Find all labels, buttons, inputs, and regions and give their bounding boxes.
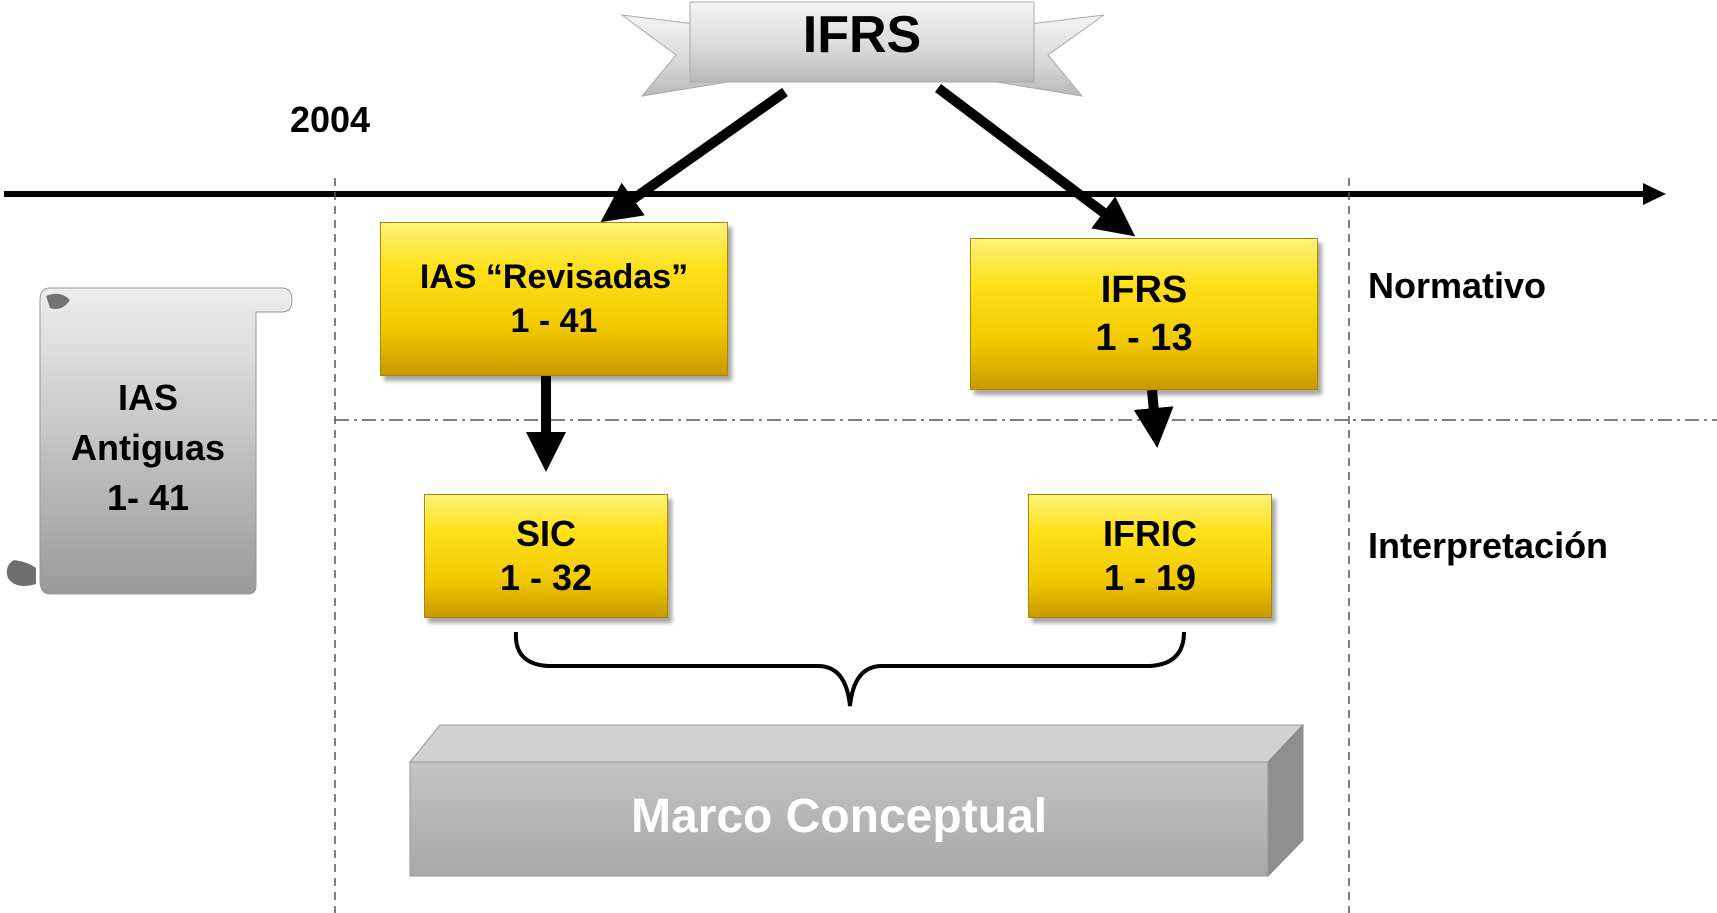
banner-title: IFRS (802, 6, 922, 64)
framework-label: Marco Conceptual (630, 790, 1048, 843)
old-ias-scroll (6, 287, 293, 595)
arrow-banner-to-ifrs (934, 84, 1136, 237)
row-label-normative: Normativo (1368, 265, 1547, 306)
box-ias-revised: IAS “Revisadas” 1 - 41 (380, 222, 728, 376)
old-ias-label: IAS Antiguas 1- 41 (40, 373, 256, 523)
old-ias-line1: IAS (117, 377, 178, 418)
box-ifrs-line1: IFRS (1100, 269, 1188, 311)
old-ias-line3: 1- 41 (106, 477, 190, 518)
box-ifric-line1: IFRIC (1103, 513, 1197, 554)
row-label-interpretation: Interpretación (1368, 525, 1609, 566)
framework-slab (408, 723, 1305, 878)
year-label: 2004 (289, 99, 371, 140)
grouping-brace (513, 631, 1186, 707)
box-ifric: IFRIC 1 - 19 (1028, 494, 1272, 618)
arrow-banner-to-ias (600, 87, 788, 223)
box-sic: SIC 1 - 32 (424, 494, 668, 618)
box-sic-line2: 1 - 32 (499, 557, 593, 598)
timeline-arrowhead (1643, 183, 1666, 205)
box-ias-revised-line2: 1 - 41 (510, 302, 598, 340)
box-sic-line1: SIC (515, 513, 576, 554)
arrow-ifrs-to-ifric (1133, 389, 1174, 448)
ifrs-banner-ribbon (620, 1, 1105, 97)
box-ifrs-line2: 1 - 13 (1095, 317, 1193, 359)
box-ias-revised-line1: IAS “Revisadas” (419, 258, 689, 296)
box-ifrs: IFRS 1 - 13 (970, 238, 1318, 390)
old-ias-line2: Antiguas (70, 427, 225, 468)
box-ifric-line2: 1 - 19 (1103, 557, 1197, 598)
